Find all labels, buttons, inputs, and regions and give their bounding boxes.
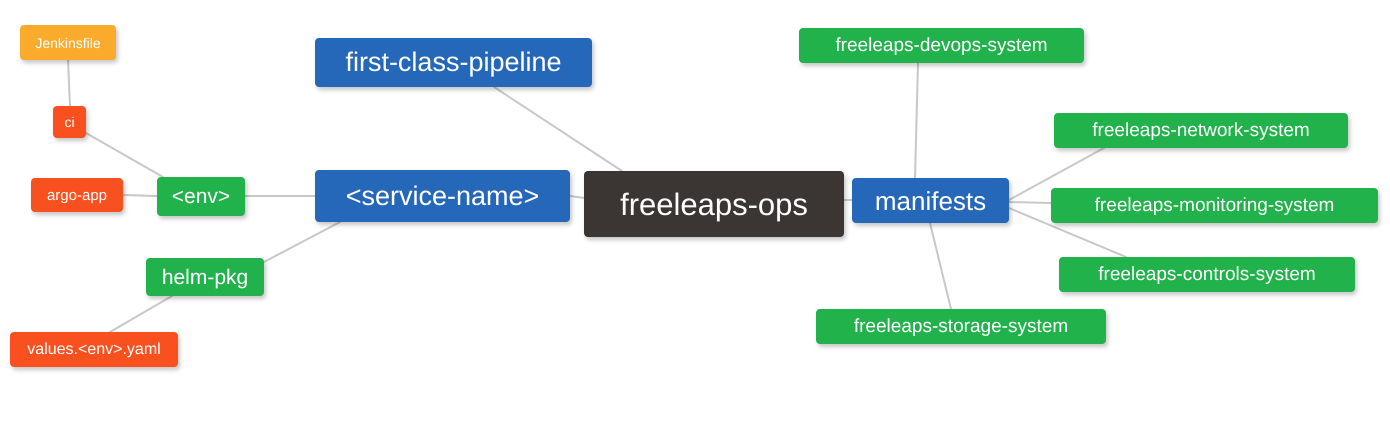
- mindmap-node-label-first-class-pipeline: first-class-pipeline: [345, 47, 562, 77]
- mindmap-node-freeleaps-devops-system[interactable]: freeleaps-devops-system: [799, 28, 1084, 63]
- mindmap-node-label-freeleaps-ops: freeleaps-ops: [620, 186, 808, 222]
- mindmap-edge-service-name-to-freeleaps-ops: [569, 195, 585, 199]
- mindmap-node-freeleaps-ops[interactable]: freeleaps-ops: [584, 171, 844, 237]
- mindmap-node-label-jenkinsfile: Jenkinsfile: [35, 34, 101, 51]
- mindmap-node-first-class-pipeline[interactable]: first-class-pipeline: [315, 38, 592, 87]
- mindmap-edge-first-class-pipeline-to-freeleaps-ops: [493, 86, 623, 172]
- mindmap-node-freeleaps-storage-system[interactable]: freeleaps-storage-system: [816, 309, 1106, 344]
- mindmap-edge-manifests-to-freeleaps-monitoring-system: [1008, 201, 1052, 204]
- mindmap-node-jenkinsfile[interactable]: Jenkinsfile: [20, 25, 116, 60]
- mindmap-node-label-freeleaps-monitoring-system: freeleaps-monitoring-system: [1094, 195, 1335, 216]
- mindmap-node-service-name[interactable]: <service-name>: [315, 170, 570, 222]
- mindmap-node-freeleaps-network-system[interactable]: freeleaps-network-system: [1054, 113, 1348, 148]
- mindmap-edge-manifests-to-freeleaps-devops-system: [914, 62, 919, 179]
- mindmap-node-values-yaml[interactable]: values.<env>.yaml: [10, 332, 178, 367]
- mindmap-node-label-freeleaps-storage-system: freeleaps-storage-system: [853, 316, 1069, 337]
- mindmap-node-argo-app[interactable]: argo-app: [31, 178, 123, 212]
- mindmap-node-label-freeleaps-controls-system: freeleaps-controls-system: [1098, 264, 1316, 285]
- mindmap-node-label-freeleaps-devops-system: freeleaps-devops-system: [835, 35, 1048, 56]
- mindmap-edge-ci-to-env: [85, 132, 164, 178]
- mindmap-node-label-service-name: <service-name>: [345, 180, 540, 211]
- mindmap-node-label-ci: ci: [64, 114, 75, 130]
- mindmap-edge-argo-app-to-env: [122, 194, 158, 197]
- mindmap-edge-service-name-to-helm-pkg: [263, 221, 341, 263]
- mindmap-node-helm-pkg[interactable]: helm-pkg: [146, 258, 264, 296]
- mindmap-node-manifests[interactable]: manifests: [852, 178, 1009, 223]
- mindmap-node-ci[interactable]: ci: [53, 106, 86, 138]
- mindmap-node-env[interactable]: <env>: [157, 177, 245, 216]
- mindmap-node-label-helm-pkg: helm-pkg: [161, 265, 249, 289]
- mindmap-node-freeleaps-monitoring-system[interactable]: freeleaps-monitoring-system: [1051, 188, 1378, 223]
- mindmap-node-freeleaps-controls-system[interactable]: freeleaps-controls-system: [1059, 257, 1355, 292]
- mindmap-node-label-manifests: manifests: [874, 185, 987, 216]
- mindmap-node-label-argo-app: argo-app: [46, 186, 108, 204]
- mindmap-edge-jenkinsfile-to-ci: [67, 59, 71, 107]
- mindmap-edge-manifests-to-freeleaps-storage-system: [929, 222, 952, 310]
- mindmap-node-label-freeleaps-network-system: freeleaps-network-system: [1092, 120, 1310, 141]
- mindmap-edge-helm-pkg-to-values-yaml: [109, 295, 173, 333]
- mindmap-node-label-env: <env>: [171, 185, 231, 208]
- mindmap-node-label-values-yaml: values.<env>.yaml: [27, 340, 161, 358]
